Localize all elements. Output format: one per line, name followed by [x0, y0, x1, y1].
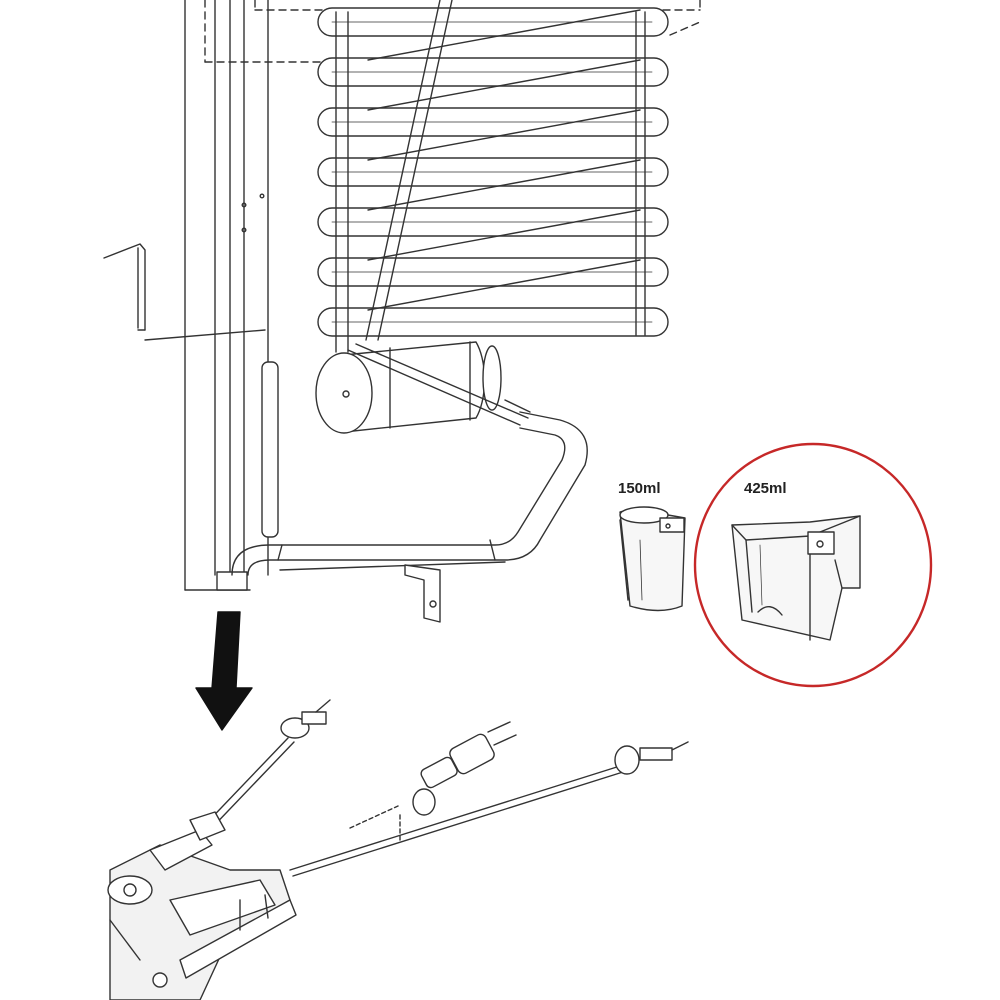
large-container-425ml — [731, 515, 861, 641]
label-150ml: 150ml — [618, 480, 661, 497]
label-425ml: 425ml — [744, 480, 787, 497]
bracket-handle — [103, 243, 266, 341]
evaporator-coil — [317, 0, 669, 353]
connecting-pipe — [347, 343, 531, 426]
boiler-tube — [231, 411, 588, 576]
mounting-bracket — [404, 564, 441, 623]
frame-panel — [184, 0, 279, 591]
small-container-150ml — [619, 506, 686, 612]
absorber-tank — [315, 341, 502, 434]
down-arrow-icon — [195, 611, 253, 731]
burner-assembly — [107, 699, 689, 1000]
highlight-circle — [693, 442, 933, 688]
